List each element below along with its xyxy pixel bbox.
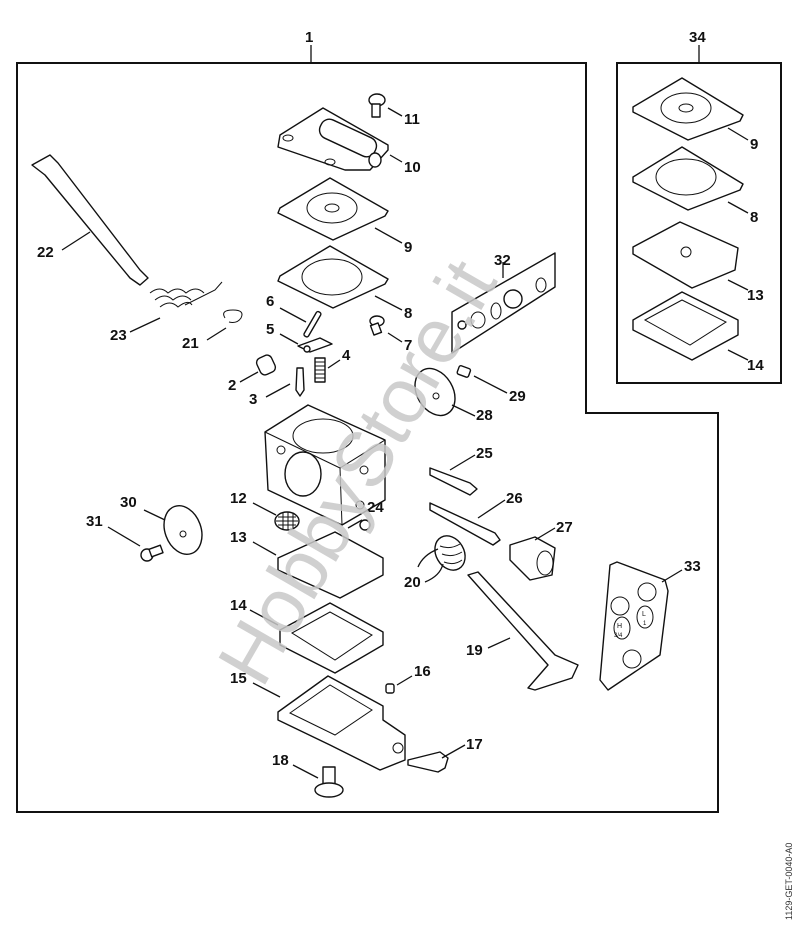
kit-group-label: 34: [689, 29, 706, 46]
part-diaphragm-13: [252, 531, 384, 599]
part-24: [347, 519, 371, 531]
part-pump-cover-10: [277, 107, 403, 171]
part-spring-4: [314, 357, 341, 383]
callout-14: 14: [230, 597, 247, 614]
part-disc-30: [143, 505, 203, 555]
callout-28: 28: [476, 407, 493, 424]
part-gasket-8: [277, 245, 403, 311]
callout-26: 26: [506, 490, 523, 507]
kit-callout-8: 8: [750, 209, 758, 226]
part-screw-7: [369, 315, 403, 343]
part-shaft-19: [467, 571, 579, 691]
callout-4: 4: [342, 347, 351, 364]
callout-9: 9: [404, 239, 412, 256]
part-plug-16: [385, 675, 413, 694]
callout-32: 32: [494, 252, 511, 269]
callout-15: 15: [230, 670, 247, 687]
cap-marking-h: H: [617, 623, 622, 630]
callout-2: 2: [228, 377, 236, 394]
part-diaphragm-9: [277, 177, 403, 244]
kit-part-diaphragm-13: [632, 221, 749, 291]
callout-20: 20: [404, 574, 421, 591]
kit-callout-9: 9: [750, 136, 758, 153]
drawing-code: 1129-GET-0040-A0: [784, 843, 794, 920]
part-clip-21: [206, 309, 243, 341]
kit-part-gasket-14: [632, 291, 749, 361]
part-needle-3: [265, 367, 305, 398]
callout-13: 13: [230, 529, 247, 546]
cap-marking-l: L: [642, 611, 646, 618]
cap-marking-l-turns: 1: [643, 621, 647, 627]
kit-part-diaphragm-9: [632, 77, 749, 141]
part-fitting-29: [456, 365, 508, 394]
part-screw-18: [292, 764, 344, 798]
callout-10: 10: [404, 159, 421, 176]
callout-12: 12: [230, 490, 247, 507]
part-valve-kit-32: [451, 252, 556, 354]
part-screw-11: [368, 93, 403, 118]
main-group-label: 1: [305, 29, 313, 46]
callout-17: 17: [466, 736, 483, 753]
callout-19: 19: [466, 642, 483, 659]
part-pump-cover-15: [252, 675, 406, 771]
part-spring-20: [417, 535, 466, 583]
part-cap-27: [509, 527, 556, 581]
part-limiter-cap-33: [599, 561, 683, 691]
part-shaft-22: [31, 154, 149, 286]
callout-31: 31: [86, 513, 103, 530]
callout-23: 23: [110, 327, 127, 344]
callout-6: 6: [266, 293, 274, 310]
cap-marking-h-turns: 3/4: [614, 633, 623, 639]
kit-callout-13: 13: [747, 287, 764, 304]
part-gasket-14: [249, 602, 384, 674]
callout-24: 24: [367, 499, 384, 516]
callout-30: 30: [120, 494, 137, 511]
callout-33: 33: [684, 558, 701, 575]
part-screw-17: [407, 744, 466, 773]
part-plug-2: [239, 354, 277, 383]
part-lever-5: [279, 333, 333, 353]
callout-21: 21: [182, 335, 199, 352]
part-screen-12: [252, 502, 300, 531]
callout-3: 3: [249, 391, 257, 408]
part-screw-31: [107, 526, 164, 562]
part-spring-23: [129, 281, 223, 333]
part-disc-28: [414, 367, 476, 417]
callout-27: 27: [556, 519, 573, 536]
kit-callout-14: 14: [747, 357, 764, 374]
callout-22: 22: [37, 244, 54, 261]
part-adjust-screw-25: [429, 454, 478, 496]
callout-5: 5: [266, 321, 274, 338]
part-pin-6: [279, 307, 322, 338]
kit-part-gasket-8: [632, 146, 749, 214]
part-adjust-screw-26: [429, 499, 506, 546]
callout-29: 29: [509, 388, 526, 405]
callout-7: 7: [404, 337, 412, 354]
main-group-frame: [16, 62, 719, 813]
callout-16: 16: [414, 663, 431, 680]
callout-11: 11: [404, 111, 420, 128]
callout-25: 25: [476, 445, 493, 462]
callout-8: 8: [404, 305, 412, 322]
callout-18: 18: [272, 752, 289, 769]
part-carburetor-body: [264, 404, 386, 526]
